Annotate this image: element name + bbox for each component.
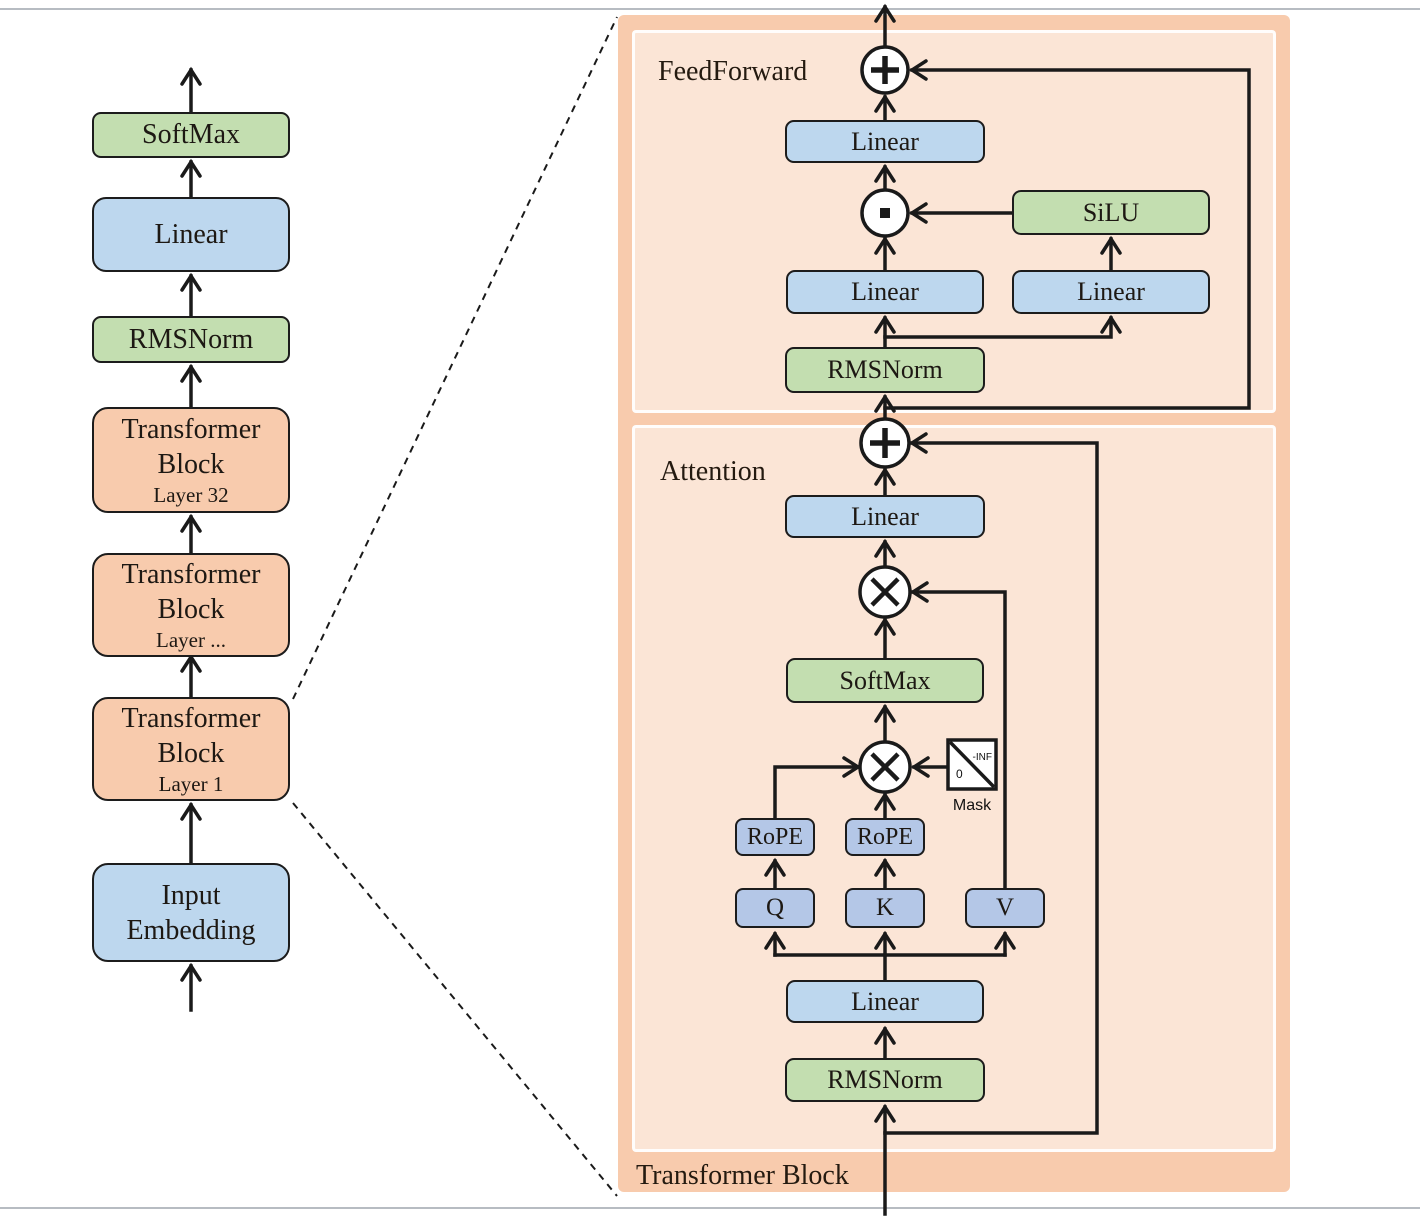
ff-rmsnorm-box: RMSNorm [785,347,985,393]
mask-icon: -INF 0 Mask [946,738,998,814]
k-label: K [875,894,895,921]
rope-k-label: RoPE [856,823,913,850]
mask-label: Mask [953,797,992,814]
left-rmsnorm-box: RMSNorm [92,316,290,363]
q-box: Q [735,888,815,928]
ff-silu-label: SiLU [1082,197,1140,227]
add-icon [859,417,911,469]
ff-linear-up-box: Linear [1012,270,1210,314]
v-box: V [965,888,1045,928]
block-line: Block [157,737,225,769]
rope-k-box: RoPE [845,818,925,856]
ff-rmsnorm-label: RMSNorm [827,355,943,384]
input-embedding-box: Input Embedding [92,863,290,962]
elementwise-product-icon [860,188,910,238]
attn-softmax-label: SoftMax [839,665,931,695]
q-label: Q [765,894,785,921]
block-layer-label: Layer ... [156,627,226,652]
ff-linear-gate-label: Linear [851,277,919,306]
left-softmax-label: SoftMax [142,119,240,150]
transformer-block-layer1-box: Transformer Block Layer 1 [92,697,290,801]
block-line: Transformer [121,702,261,734]
attention-label: Attention [660,456,766,487]
ff-linear-gate-box: Linear [786,270,984,314]
v-label: V [995,894,1015,921]
feedforward-wires [874,3,1251,421]
block-line: Transformer [121,413,261,445]
ff-linear-up-label: Linear [1077,277,1145,306]
block-line: Transformer [121,558,261,590]
block-line: Block [157,448,225,480]
feedforward-label: FeedForward [658,56,808,87]
transformer-block-panel-label: Transformer Block [636,1160,849,1191]
transformer-block-layer-mid-box: Transformer Block Layer ... [92,553,290,657]
attention-wires [764,432,1099,1216]
rope-q-label: RoPE [746,823,803,850]
attn-linear-in-box: Linear [786,980,984,1023]
mask-zero-text: 0 [956,767,963,781]
zoom-callout-dashed-lines [292,16,618,1197]
input-embedding-line: Input [161,879,221,911]
left-linear-label: Linear [154,218,228,250]
attn-rmsnorm-label: RMSNorm [827,1065,943,1094]
attn-linear-out-label: Linear [851,501,919,531]
k-box: K [845,888,925,928]
matmul-icon [858,740,912,794]
attn-linear-out-box: Linear [785,495,985,538]
left-softmax-box: SoftMax [92,112,290,158]
ff-silu-box: SiLU [1012,190,1210,235]
ff-linear-out-box: Linear [785,120,985,163]
attn-softmax-box: SoftMax [786,658,984,703]
left-linear-box: Linear [92,197,290,272]
block-layer-label: Layer 32 [153,482,229,507]
left-rmsnorm-label: RMSNorm [128,323,254,355]
attn-linear-in-label: Linear [851,986,919,1016]
matmul-icon [858,565,912,619]
rope-q-box: RoPE [735,818,815,856]
add-icon [860,45,910,95]
frame-lines [0,8,1420,1209]
attn-rmsnorm-box: RMSNorm [785,1058,985,1102]
transformer-block-layer32-box: Transformer Block Layer 32 [92,407,290,513]
ff-linear-out-label: Linear [851,126,919,156]
mask-neg-inf-text: -INF [973,752,992,763]
block-line: Block [157,593,225,625]
input-embedding-line: Embedding [126,914,256,946]
block-layer-label: Layer 1 [158,771,224,796]
